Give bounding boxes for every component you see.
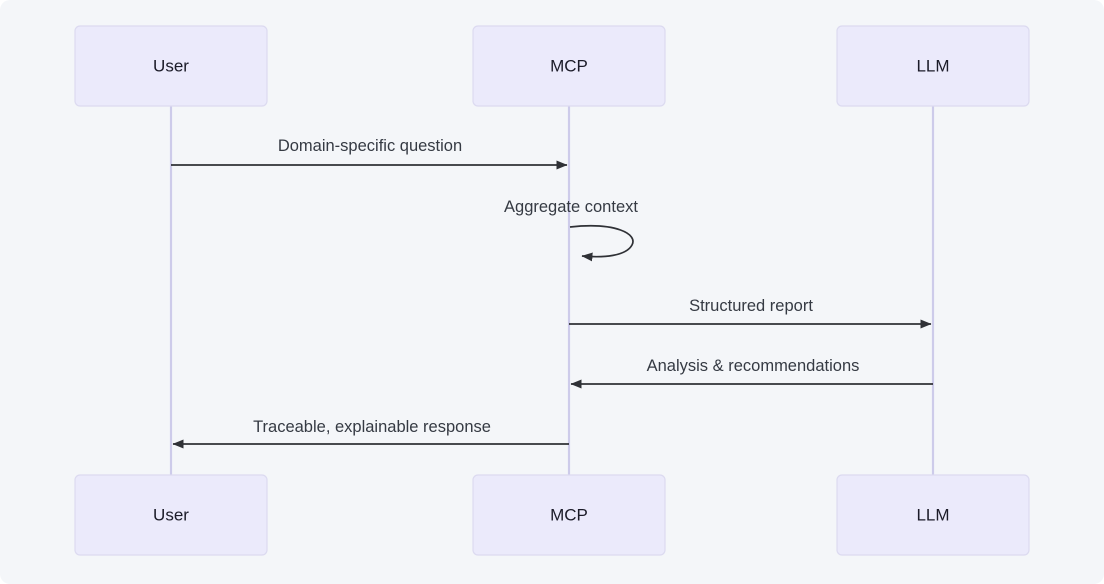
- participant-user-top[interactable]: User: [74, 25, 268, 107]
- participant-box-user-top[interactable]: [74, 25, 268, 107]
- message-label-5: Traceable, explainable response: [253, 418, 491, 436]
- message-aggregate-context[interactable]: Aggregate context: [504, 198, 638, 262]
- message-structured-report[interactable]: Structured report: [569, 297, 932, 329]
- participant-box-mcp-top[interactable]: [472, 25, 666, 107]
- participant-label-mcp-top: MCP: [550, 56, 588, 75]
- participant-label-mcp-bottom: MCP: [550, 505, 588, 524]
- participant-llm-bottom[interactable]: LLM: [836, 474, 1030, 556]
- participants-top: User MCP LLM: [74, 25, 1030, 107]
- participant-llm-top[interactable]: LLM: [836, 25, 1030, 107]
- participant-user-bottom[interactable]: User: [74, 474, 268, 556]
- message-label-4: Analysis & recommendations: [647, 357, 860, 375]
- participant-label-llm-bottom: LLM: [916, 505, 949, 524]
- participants-bottom: User MCP LLM: [74, 474, 1030, 556]
- participant-label-user-bottom: User: [153, 505, 189, 524]
- participant-label-llm-top: LLM: [916, 56, 949, 75]
- participant-box-user-bottom[interactable]: [74, 474, 268, 556]
- lifelines: [169, 106, 935, 475]
- participant-mcp-top[interactable]: MCP: [472, 25, 666, 107]
- message-analysis-recommendations[interactable]: Analysis & recommendations: [570, 357, 933, 389]
- participant-box-llm-top[interactable]: [836, 25, 1030, 107]
- message-label-1: Domain-specific question: [278, 137, 462, 155]
- message-label-3: Structured report: [689, 297, 813, 315]
- message-traceable-explainable-response[interactable]: Traceable, explainable response: [172, 418, 569, 449]
- message-label-2: Aggregate context: [504, 198, 638, 216]
- message-domain-specific-question[interactable]: Domain-specific question: [171, 137, 568, 170]
- participant-box-llm-bottom[interactable]: [836, 474, 1030, 556]
- participant-label-user-top: User: [153, 56, 189, 75]
- message-arrow-2-self-loop[interactable]: [569, 225, 634, 262]
- participant-box-mcp-bottom[interactable]: [472, 474, 666, 556]
- participant-mcp-bottom[interactable]: MCP: [472, 474, 666, 556]
